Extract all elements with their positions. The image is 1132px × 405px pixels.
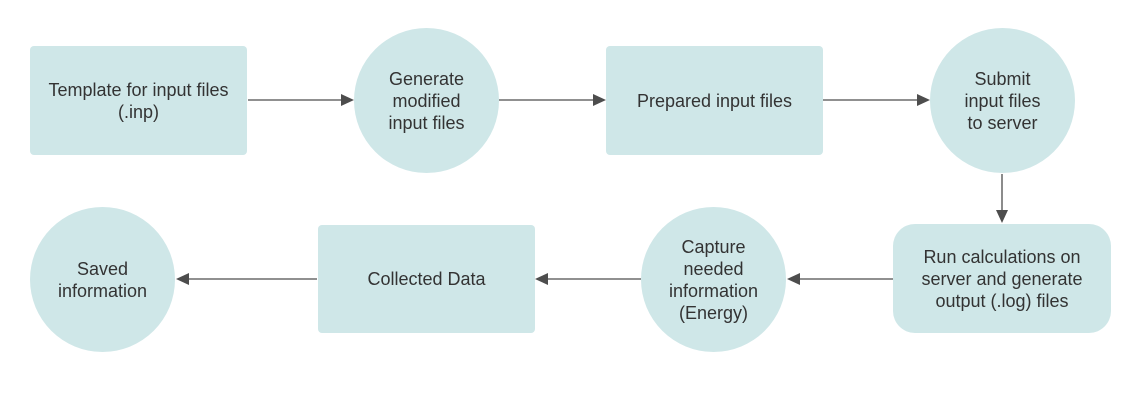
node-label: Run calculations on server and generate … [921,246,1083,311]
node-submit-input-files: Submit input files to server [930,28,1075,173]
arrowhead-prepared-to-submit [917,94,930,106]
arrowhead-generate-to-prepared [593,94,606,106]
node-capture-needed-information: Capture needed information (Energy) [641,207,786,352]
node-template-input-files: Template for input files (.inp) [30,46,247,155]
node-run-calculations: Run calculations on server and generate … [893,224,1111,333]
node-label: Submit input files to server [964,68,1041,133]
node-label: Template for input files (.inp) [48,79,229,122]
node-label: Generate modified input files [388,68,465,133]
arrowhead-run-to-capture [787,273,800,285]
node-label: Collected Data [367,269,486,289]
arrowhead-capture-to-collected [535,273,548,285]
arrowhead-template-to-generate [341,94,354,106]
node-prepared-input-files: Prepared input files [606,46,823,155]
node-label: Saved information [57,258,148,301]
node-generate-modified-input-files: Generate modified input files [354,28,499,173]
node-label: Capture needed information (Energy) [668,236,759,323]
node-label: Prepared input files [636,90,793,111]
node-saved-information: Saved information [30,207,175,352]
arrowhead-collected-to-saved [176,273,189,285]
node-collected-data: Collected Data [318,225,535,333]
arrowhead-submit-to-run [996,210,1008,223]
